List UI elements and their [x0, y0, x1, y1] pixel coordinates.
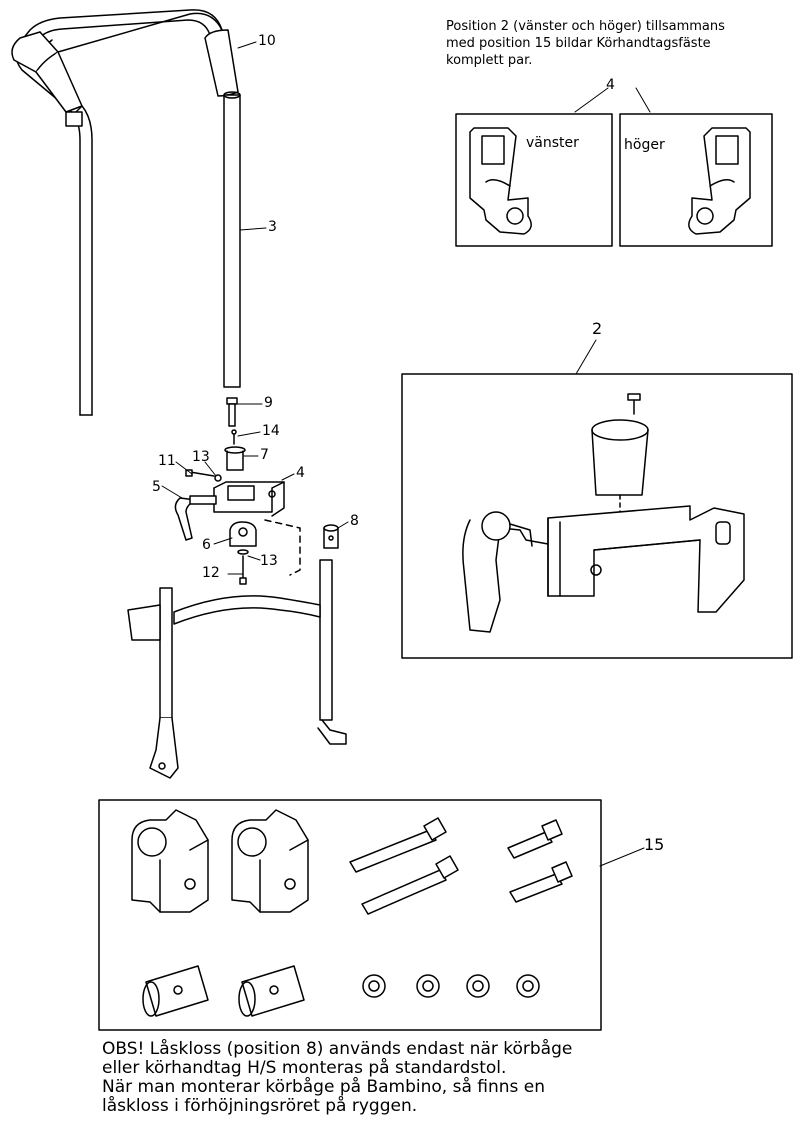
split-sleeve-1: [142, 965, 209, 1017]
long-bolt-1: [349, 817, 447, 873]
callout-8: 8: [350, 513, 359, 529]
washers: [362, 974, 540, 998]
assembly-note-bottom: OBS! Låskloss (position 8) används endas…: [102, 1040, 792, 1116]
callout-13-lower: 13: [260, 553, 278, 569]
detail-view-part-2: [401, 339, 793, 659]
callout-6: 6: [202, 537, 211, 553]
callout-11: 11: [158, 453, 176, 469]
callout-9: 9: [264, 395, 273, 411]
callout-15: 15: [644, 835, 665, 854]
callout-10: 10: [258, 33, 276, 49]
note-top-line-1: Position 2 (vänster och höger) tillsamma…: [446, 19, 725, 34]
callout-7: 7: [260, 447, 269, 463]
note-bottom-line-4: låskloss i förhöjningsröret på ryggen.: [102, 1096, 418, 1116]
wheelchair-frame: [127, 559, 347, 779]
short-bolt-1: [507, 819, 563, 859]
callout-4-pair: 4: [606, 77, 615, 93]
sleeve-part-7: [224, 446, 246, 471]
note-top-line-2: med position 15 bildar Körhandtagsfäste: [446, 36, 711, 51]
callout-3: 3: [268, 219, 277, 235]
callout-leaders: [161, 41, 349, 575]
right-side-label: höger: [624, 137, 665, 153]
callout-4: 4: [296, 465, 305, 481]
bolt-part-9: [226, 397, 238, 427]
lock-block-part-8: [323, 524, 339, 549]
push-handle-bar: [11, 9, 239, 416]
bracket-assembly: [174, 469, 301, 585]
note-bottom-line-1: OBS! Låskloss (position 8) används endas…: [102, 1039, 573, 1059]
callout-2: 2: [592, 319, 603, 338]
callout-13-upper: 13: [192, 449, 210, 465]
note-bottom-line-2: eller körhandtag H/S monteras på standar…: [102, 1058, 507, 1078]
clamp-block-1: [131, 809, 209, 913]
note-top-line-3: komplett par.: [446, 53, 533, 68]
screw-part-14: [231, 429, 237, 445]
callout-14: 14: [262, 423, 280, 439]
tube-part-3: [223, 91, 241, 388]
long-bolt-2: [361, 855, 459, 915]
note-bottom-line-3: När man monterar körbåge på Bambino, så …: [102, 1077, 546, 1097]
callout-12: 12: [202, 565, 220, 581]
assembly-note-top: Position 2 (vänster och höger) tillsamma…: [446, 18, 796, 69]
short-bolt-2: [509, 861, 573, 903]
callout-5: 5: [152, 479, 161, 495]
kit-box-part-15: [98, 799, 645, 1031]
split-sleeve-2: [238, 965, 305, 1017]
left-side-label: vänster: [526, 135, 579, 151]
left-right-bracket-inset: [455, 87, 773, 247]
clamp-block-2: [231, 809, 309, 913]
